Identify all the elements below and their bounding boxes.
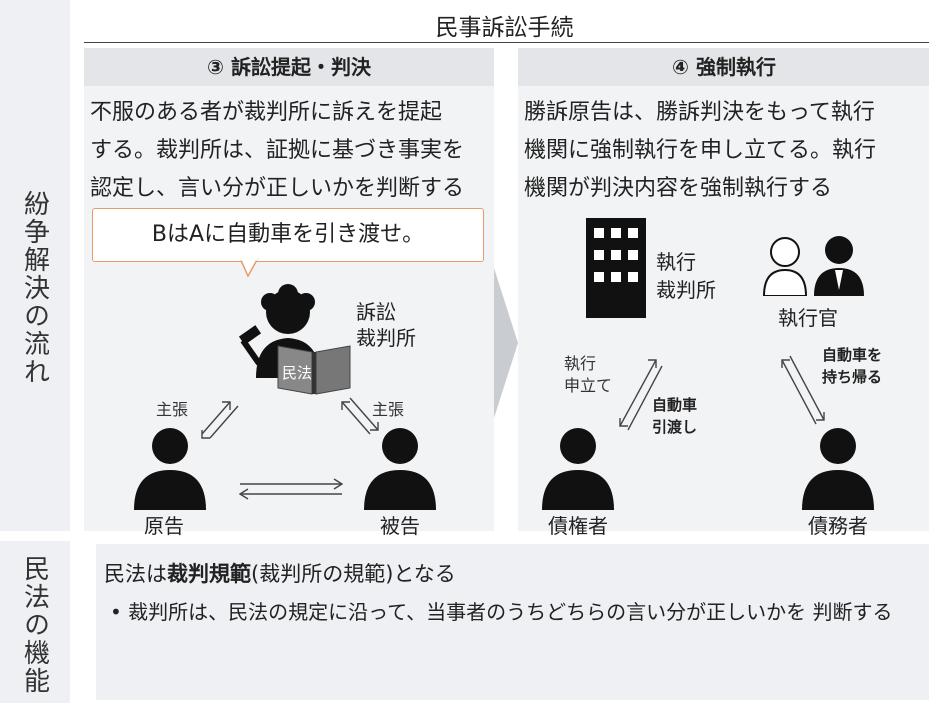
defendant-label: 被告 bbox=[380, 514, 420, 538]
diagram-title: 民事訴訟手続 bbox=[435, 15, 574, 41]
sidebar-function-label: 民法の機能 bbox=[19, 555, 50, 695]
defendant-person-icon bbox=[364, 428, 436, 510]
execution-court-building-icon bbox=[586, 218, 646, 318]
judgment-speech-bubble: BはAに自動車を引き渡せ。 bbox=[92, 208, 484, 262]
petition-label-2: 申立て bbox=[564, 376, 613, 395]
desc-line: 機関が判決内容を強制執行する bbox=[524, 176, 833, 201]
takeback-arrows bbox=[781, 355, 825, 425]
desc-line: 認定し、言い分が正しいかを判断する bbox=[90, 176, 465, 201]
sidebar-function: 民法の機能 bbox=[0, 541, 70, 703]
claim-arrows-right bbox=[341, 397, 379, 435]
claim-right-label: 主張 bbox=[372, 400, 405, 419]
speech-tail bbox=[240, 258, 259, 278]
petition-label-1: 執行 bbox=[564, 354, 597, 373]
officer-man-icon bbox=[814, 236, 864, 296]
desc-line: 不服のある者が裁判所に訴えを提起 bbox=[90, 100, 443, 125]
claim-arrows-left bbox=[201, 401, 239, 439]
debtor-label: 債務者 bbox=[808, 514, 868, 538]
desc-line: 勝訴原告は、勝訴判決をもって執行 bbox=[524, 100, 875, 125]
creditor-label: 債権者 bbox=[548, 514, 608, 538]
panel-lawsuit-heading: ③ 訴訟提起・判決 bbox=[84, 48, 494, 86]
panel-lawsuit-desc: 不服のある者が裁判所に訴えを提起 する。裁判所は、証拠に基づき事実を 認定し、言… bbox=[90, 94, 464, 208]
civil-code-book-icon bbox=[277, 345, 351, 395]
function-bullet: • 裁判所は、民法の規定に沿って、当事者のうちどちらの言い分が正しいかを 判断す… bbox=[110, 600, 893, 624]
court-label-2: 裁判所 bbox=[356, 326, 416, 350]
lead-pre: 民法は bbox=[104, 562, 167, 586]
lead-post: (裁判所の規範)となる bbox=[251, 562, 456, 586]
debtor-person-icon bbox=[802, 428, 874, 510]
judgment-text: BはAに自動車を引き渡せ。 bbox=[151, 222, 425, 247]
officer-woman-icon bbox=[762, 237, 808, 296]
book-label: 民法 bbox=[282, 364, 313, 382]
handover-label-1: 自動車 bbox=[652, 396, 698, 414]
panel-lawsuit: ③ 訴訟提起・判決 不服のある者が裁判所に訴えを提起 する。裁判所は、証拠に基づ… bbox=[84, 48, 494, 531]
court-label-1: 訴訟 bbox=[356, 300, 396, 324]
civil-law-function-box: 民法は裁判規範(裁判所の規範)となる • 裁判所は、民法の規定に沿って、当事者の… bbox=[96, 544, 929, 700]
step-arrow bbox=[494, 268, 518, 418]
panel-execution-desc: 勝訴原告は、勝訴判決をもって執行 機関に強制執行を申し立てる。執行 機関が判決内… bbox=[524, 94, 876, 208]
panel-execution-heading: ④ 強制執行 bbox=[518, 48, 929, 86]
desc-line: 機関に強制執行を申し立てる。執行 bbox=[524, 138, 877, 163]
exec-court-label-1: 執行 bbox=[656, 250, 696, 274]
takeback-label-1: 自動車を bbox=[822, 346, 883, 364]
plaintiff-label: 原告 bbox=[144, 514, 184, 538]
plaintiff-person-icon bbox=[134, 428, 206, 510]
exec-court-label-2: 裁判所 bbox=[656, 278, 716, 302]
desc-line: する。裁判所は、証拠に基づき事実を bbox=[90, 138, 465, 163]
plaintiff-defendant-arrows bbox=[238, 478, 344, 500]
sidebar-flow: 紛争解決の流れ bbox=[0, 0, 70, 531]
petition-handover-arrows bbox=[619, 359, 663, 431]
officer-label: 執行官 bbox=[778, 306, 838, 330]
title-rule bbox=[84, 42, 929, 43]
lead-bold: 裁判規範 bbox=[167, 562, 251, 586]
function-lead: 民法は裁判規範(裁判所の規範)となる bbox=[104, 558, 456, 588]
takeback-label-2: 持ち帰る bbox=[822, 368, 883, 386]
sidebar-flow-label: 紛争解決の流れ bbox=[19, 190, 50, 386]
creditor-person-icon bbox=[542, 428, 614, 510]
handover-label-2: 引渡し bbox=[652, 418, 698, 436]
claim-left-label: 主張 bbox=[156, 400, 189, 419]
